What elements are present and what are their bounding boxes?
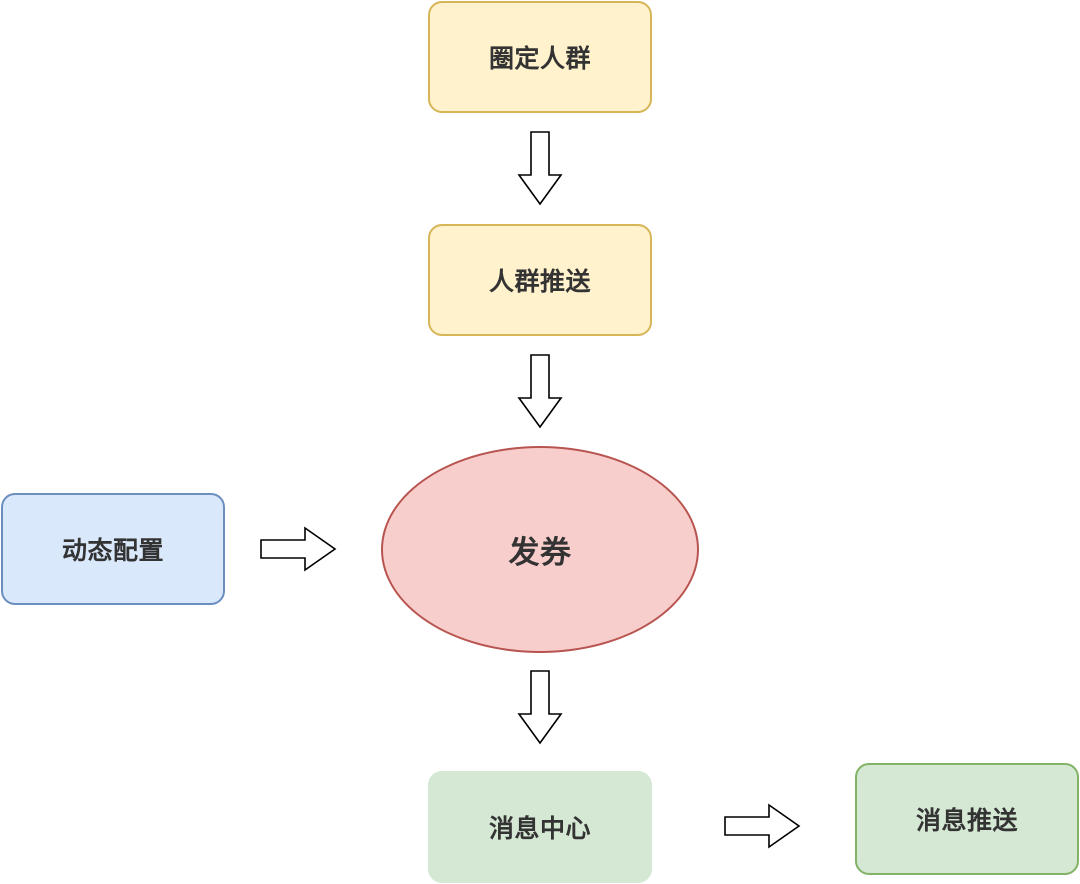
arrow-down-2 xyxy=(517,354,563,429)
node-dynamic-config: 动态配置 xyxy=(1,493,225,605)
arrow-right-1 xyxy=(260,526,337,572)
node-circle-people: 圈定人群 xyxy=(428,1,652,113)
node-circle-people-label: 圈定人群 xyxy=(488,44,591,73)
node-message-center: 消息中心 xyxy=(428,771,652,883)
arrow-down-3 xyxy=(517,670,563,745)
node-push-people: 人群推送 xyxy=(428,224,652,336)
node-issue-coupon-label: 发券 xyxy=(508,535,572,571)
node-issue-coupon: 发券 xyxy=(381,446,699,653)
node-message-push-label: 消息推送 xyxy=(915,806,1018,835)
node-message-push: 消息推送 xyxy=(855,763,1079,875)
arrow-down-1 xyxy=(517,131,563,206)
node-dynamic-config-label: 动态配置 xyxy=(61,536,164,565)
arrow-right-2 xyxy=(724,803,801,849)
node-push-people-label: 人群推送 xyxy=(488,267,591,296)
node-message-center-label: 消息中心 xyxy=(488,814,591,843)
